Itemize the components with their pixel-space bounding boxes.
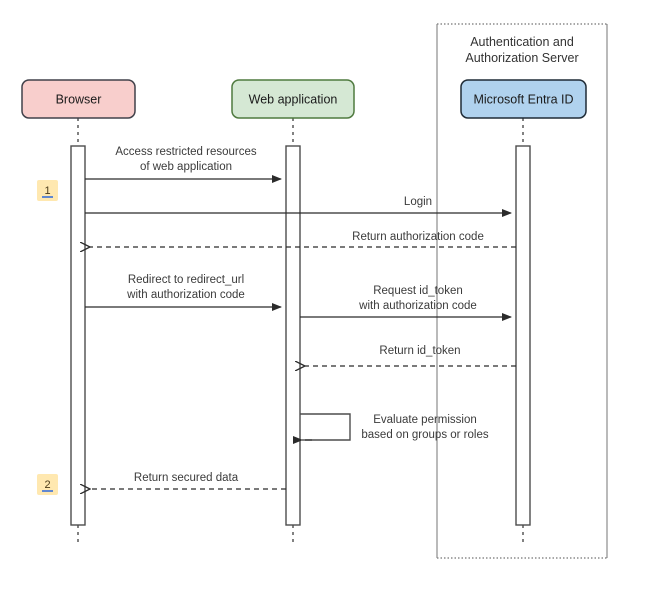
participant-entra-box[interactable] xyxy=(460,79,587,119)
participant-webapp-label: Web application xyxy=(249,92,338,106)
group-label-line1: Authentication and xyxy=(470,35,574,49)
participant-webapp[interactable]: Web application xyxy=(231,79,355,119)
step-marker-2[interactable]: 2 xyxy=(37,474,58,495)
participant-entra-label: Microsoft Entra ID xyxy=(473,92,573,106)
step-marker-1[interactable]: 1 xyxy=(37,180,58,201)
message-7-self-loop xyxy=(300,413,351,441)
message-5-label-line2: with authorization code xyxy=(358,300,477,312)
message-5-label-line1: Request id_token xyxy=(373,285,463,297)
participant-browser-box[interactable] xyxy=(21,79,136,119)
message-access-restricted-resources: Access restricted resources of web appli… xyxy=(85,146,282,183)
step-marker-2-background[interactable] xyxy=(37,474,58,495)
participant-webapp-box[interactable] xyxy=(231,79,355,119)
message-redirect-to-redirect-url: Redirect to redirect_url with authorizat… xyxy=(85,274,282,311)
message-return-id-token: Return id_token xyxy=(305,345,516,366)
step-marker-2-label: 2 xyxy=(44,479,50,491)
step-marker-1-background[interactable] xyxy=(37,180,58,201)
group-label-line2: Authorization Server xyxy=(465,51,578,65)
message-login: Login xyxy=(85,196,512,217)
message-1-label-line1: Access restricted resources xyxy=(115,146,256,158)
message-4-label-line1: Redirect to redirect_url xyxy=(128,274,244,286)
participant-browser[interactable]: Browser xyxy=(21,79,136,119)
message-4-label-line2: with authorization code xyxy=(126,289,245,301)
activation-bar-webapp xyxy=(285,145,301,526)
message-1-label-line2: of web application xyxy=(140,161,232,173)
participant-browser-label: Browser xyxy=(56,92,102,106)
message-7-label-line1: Evaluate permission xyxy=(373,414,477,426)
step-marker-1-label: 1 xyxy=(44,185,50,197)
group-auth-server: Authentication and Authorization Server xyxy=(436,23,608,559)
message-2-label-line1: Login xyxy=(404,196,432,208)
message-6-label-line1: Return id_token xyxy=(379,345,460,357)
participant-entra[interactable]: Microsoft Entra ID xyxy=(460,79,587,119)
activation-bar-browser xyxy=(70,145,86,526)
activation-bar-entra xyxy=(515,145,531,526)
message-3-label-line1: Return authorization code xyxy=(352,231,484,243)
message-7-label-line2: based on groups or roles xyxy=(361,429,488,441)
message-return-authorization-code: Return authorization code xyxy=(90,231,516,247)
message-request-id-token: Request id_token with authorization code xyxy=(300,285,512,321)
message-evaluate-permission: Evaluate permission based on groups or r… xyxy=(293,413,489,444)
message-8-label-line1: Return secured data xyxy=(134,472,239,484)
message-return-secured-data: Return secured data xyxy=(90,472,286,489)
